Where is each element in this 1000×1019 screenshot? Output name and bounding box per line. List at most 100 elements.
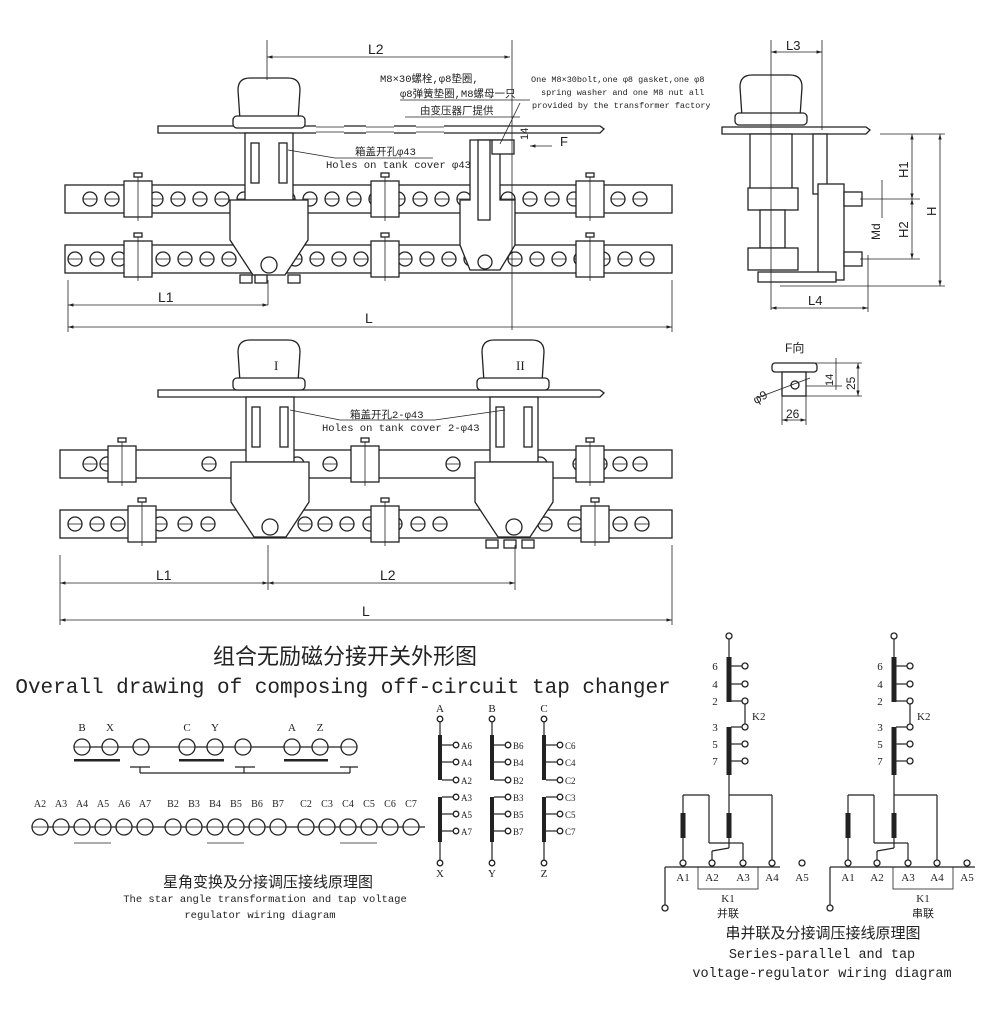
tap-number: 4 <box>712 679 718 691</box>
motor-head <box>237 77 301 121</box>
tap-terminal <box>906 680 914 688</box>
motor-head <box>481 339 545 383</box>
tap-number: 7 <box>877 756 883 768</box>
terminal <box>844 859 852 867</box>
unit-i-label: I <box>274 358 278 373</box>
tap-terminal <box>556 827 564 835</box>
tap-terminal <box>906 662 914 670</box>
tap-terminal <box>906 723 914 731</box>
tap-label: C4 <box>565 758 576 768</box>
tap-number: 3 <box>712 722 718 734</box>
tap-number: 5 <box>712 739 718 751</box>
terminal-label: A5 <box>960 872 974 884</box>
tap-label: C3 <box>321 799 333 810</box>
terminal <box>436 859 444 867</box>
tap-label: B4 <box>209 799 221 810</box>
winding <box>490 735 494 780</box>
terminal <box>488 859 496 867</box>
tap-terminal <box>741 757 749 765</box>
hole-note-en-2: Holes on tank cover 2-φ43 <box>322 423 480 435</box>
winding <box>542 735 546 780</box>
tap-terminal <box>556 810 564 818</box>
tap-number: 4 <box>877 679 883 691</box>
tank-cover <box>157 389 605 398</box>
bolt-note-en-2: spring washer and one M8 nut all <box>541 88 704 98</box>
head-flange <box>232 115 306 129</box>
terminal-label: A2 <box>705 872 718 884</box>
k1-label: K1 <box>916 893 929 905</box>
clamp-screw <box>137 497 147 503</box>
guide <box>495 406 505 448</box>
terminal-nut <box>843 191 863 207</box>
tap-terminal <box>504 776 512 784</box>
winding <box>845 813 851 838</box>
series-parallel-caption-en-1: Series-parallel and tap <box>729 948 915 963</box>
terminal-label: A <box>288 722 296 734</box>
clamp-screw <box>590 497 600 503</box>
phase-bottom-label: X <box>436 868 444 880</box>
guide <box>250 142 260 184</box>
dim-l3: L3 <box>786 38 800 53</box>
tap-terminal <box>741 662 749 670</box>
motor-head <box>237 339 301 383</box>
tap-label: A7 <box>139 799 151 810</box>
hole-note-cn: 箱盖开孔φ43 <box>355 145 416 159</box>
tap-label: A4 <box>461 758 472 768</box>
guide <box>251 406 261 448</box>
terminal <box>436 715 444 723</box>
bolt-note-en-1: One M8×30bolt,one φ8 gasket,one φ8 <box>531 75 704 85</box>
tap-label: C4 <box>342 799 354 810</box>
terminal <box>540 859 548 867</box>
clamp-screw <box>585 437 595 443</box>
winding <box>490 797 494 842</box>
terminal-label: C <box>183 722 190 734</box>
dim-l2: L2 <box>368 41 384 57</box>
terminal-label: A3 <box>736 872 750 884</box>
shaft-nut <box>260 256 278 274</box>
tap-label: C7 <box>405 799 417 810</box>
head-flange <box>232 377 306 391</box>
k1-label: K1 <box>721 893 734 905</box>
tap-number: 6 <box>877 661 883 673</box>
terminal <box>739 859 747 867</box>
star-angle-caption-en-1: The star angle transformation and tap vo… <box>123 894 407 906</box>
tap-label: C2 <box>565 776 576 786</box>
tap-terminal <box>504 741 512 749</box>
winding <box>542 797 546 842</box>
tap-label: C6 <box>565 741 576 751</box>
support-frame <box>229 199 309 276</box>
winding <box>726 813 732 838</box>
tap-label: A6 <box>461 741 472 751</box>
dim-l2-combined: L2 <box>380 567 396 583</box>
tap-number: 3 <box>877 722 883 734</box>
support-frame <box>474 461 554 538</box>
tap-label: B7 <box>513 827 524 837</box>
tap-terminal <box>556 758 564 766</box>
link-bar <box>284 759 328 762</box>
winding <box>438 797 442 842</box>
dim-h1: H1 <box>896 161 911 178</box>
tap-label: A7 <box>461 827 472 837</box>
phase-top-label: A <box>436 703 444 715</box>
view-arrow-f: F <box>560 134 568 149</box>
tap-label: B7 <box>272 799 284 810</box>
front-view: L2 L1 L M8×30螺栓,φ8垫圈, φ8弹簧垫圈,M8螺母一只 由变压器… <box>64 40 711 332</box>
tap-label: B4 <box>513 758 524 768</box>
dim-md: Md <box>869 223 883 240</box>
tap-terminal <box>504 827 512 835</box>
clamp-screw <box>360 437 370 443</box>
k1-link <box>892 866 954 890</box>
bracket-bolt <box>477 139 491 221</box>
tap-terminal <box>556 776 564 784</box>
tap-terminal <box>556 793 564 801</box>
guide <box>279 406 289 448</box>
tap-terminal <box>741 723 749 731</box>
phase-bottom-label: Z <box>541 868 548 880</box>
cover-break <box>316 124 344 136</box>
winding <box>891 727 897 775</box>
tap-label: C7 <box>565 827 576 837</box>
terminal <box>826 904 834 912</box>
guide <box>523 406 533 448</box>
clamp-screw <box>585 172 595 178</box>
